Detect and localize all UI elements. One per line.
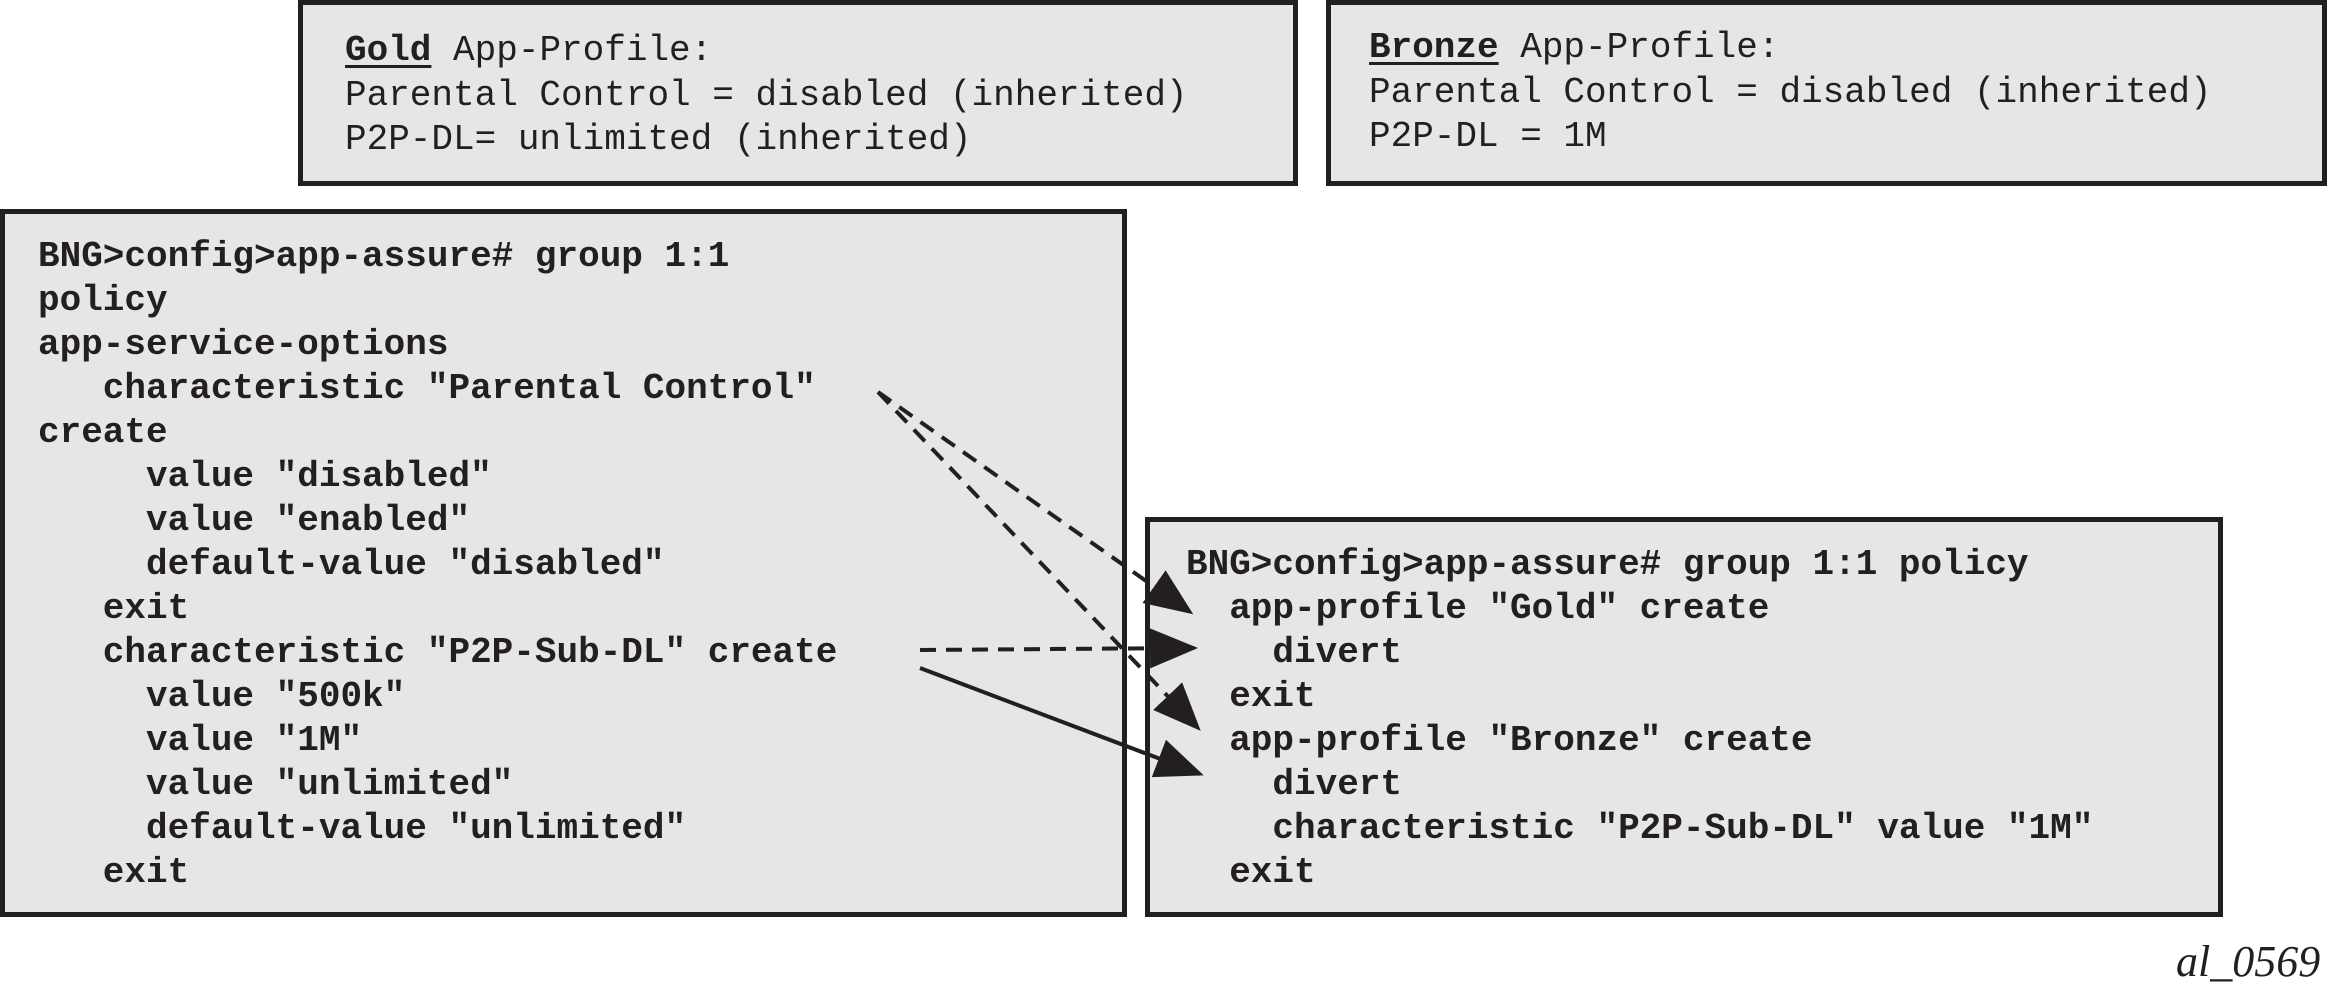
gold-profile-heading-suffix: App-Profile: <box>431 30 713 71</box>
policy-line: app-profile "Bronze" create <box>1186 720 1813 761</box>
policy-line: BNG>config>app-assure# group 1:1 policy <box>1186 544 2029 585</box>
bronze-profile-box: Bronze App-Profile: Parental Control = d… <box>1326 0 2327 186</box>
config-line: app-service-options <box>38 324 449 365</box>
arrow-parental-control-to-gold <box>876 390 1194 615</box>
figure-reference: al_0569 <box>2176 937 2321 986</box>
policy-line: divert <box>1186 632 1403 673</box>
gold-profile-heading: Gold App-Profile: <box>345 33 712 69</box>
bronze-profile-name: Bronze <box>1369 27 1499 68</box>
policy-line: exit <box>1186 676 1316 717</box>
arrow-parental-control-to-bronze <box>876 390 1201 731</box>
bronze-profile-heading-suffix: App-Profile: <box>1498 27 1780 68</box>
config-line: default-value "disabled" <box>38 544 665 585</box>
config-line: value "disabled" <box>38 456 492 497</box>
config-line: exit <box>38 852 190 893</box>
policy-line: divert <box>1186 764 1403 805</box>
config-line: value "unlimited" <box>38 764 514 805</box>
group-config-box: BNG>config>app-assure# group 1:1 policy … <box>0 209 1127 917</box>
bronze-profile-line: Parental Control = disabled (inherited) <box>1369 72 2212 113</box>
config-line: characteristic "Parental Control" <box>38 368 816 409</box>
config-line: value "500k" <box>38 676 406 717</box>
policy-line: exit <box>1186 852 1316 893</box>
config-line: BNG>config>app-assure# group 1:1 <box>38 236 730 277</box>
gold-profile-name: Gold <box>345 30 432 71</box>
policy-line: app-profile "Gold" create <box>1186 588 1770 629</box>
config-line: exit <box>38 588 190 629</box>
arrow-p2p-to-gold <box>919 628 1198 669</box>
config-line: value "1M" <box>38 720 363 761</box>
config-line: value "enabled" <box>38 500 471 541</box>
bronze-profile-heading: Bronze App-Profile: <box>1369 30 1779 66</box>
config-line: characteristic "P2P-Sub-DL" create <box>38 632 838 673</box>
arrow-p2p-to-bronze <box>919 666 1204 778</box>
config-line: policy <box>38 280 168 321</box>
config-line: create <box>38 412 168 453</box>
gold-profile-line: P2P-DL= unlimited (inherited) <box>345 119 972 160</box>
policy-config-box: BNG>config>app-assure# group 1:1 policy … <box>1145 517 2223 917</box>
bronze-profile-line: P2P-DL = 1M <box>1369 116 1607 157</box>
config-line: default-value "unlimited" <box>38 808 687 849</box>
gold-profile-box: Gold App-Profile: Parental Control = dis… <box>298 0 1298 186</box>
gold-profile-line: Parental Control = disabled (inherited) <box>345 75 1188 116</box>
policy-line: characteristic "P2P-Sub-DL" value "1M" <box>1186 808 2094 849</box>
